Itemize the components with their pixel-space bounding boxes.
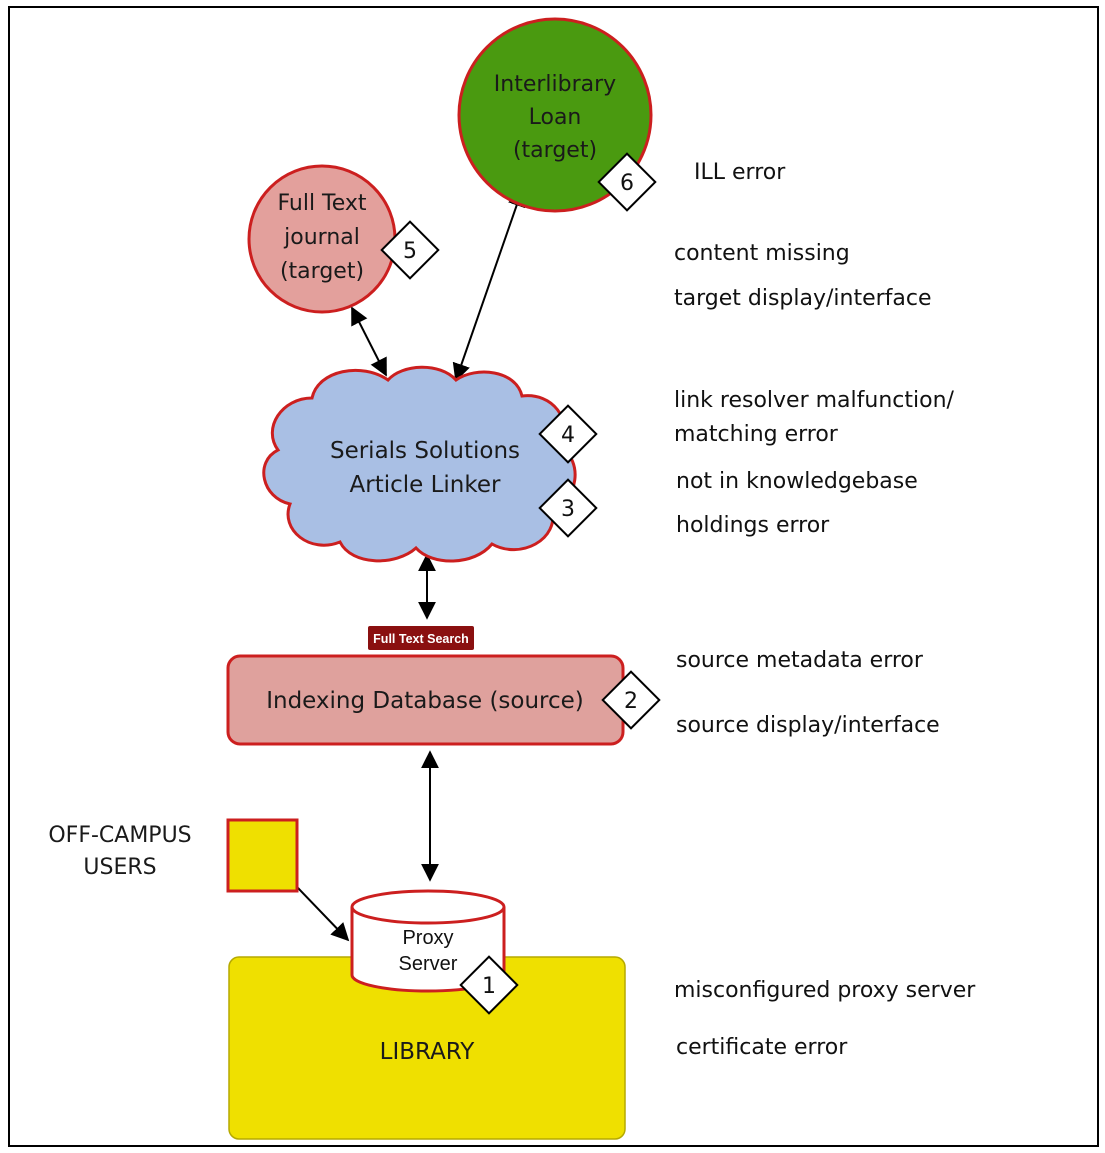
arrow-fulltext-linker — [351, 306, 387, 377]
link-resolver-note-line1: link resolver malfunction/ — [674, 388, 955, 413]
article-linker-cloud: Serials Solutions Article Linker — [262, 365, 577, 563]
marker-1: 1 — [459, 955, 519, 1015]
svg-text:5: 5 — [403, 239, 417, 264]
arrow-offcampus-proxy — [297, 887, 350, 942]
full-text-search-label: Full Text Search — [373, 632, 469, 646]
proxy-server-node: Proxy Server — [350, 889, 506, 993]
link-resolver-note-line2: matching error — [674, 422, 839, 447]
source-display-note: source display/interface — [676, 713, 940, 738]
indexing-database-node: Indexing Database (source) — [226, 654, 625, 746]
svg-text:4: 4 — [561, 423, 575, 448]
ill-label-line2: Loan — [529, 105, 582, 130]
ill-node: Interlibrary Loan (target) — [457, 17, 653, 213]
svg-text:6: 6 — [620, 171, 634, 196]
marker-4: 4 — [538, 404, 598, 464]
library-node: LIBRARY — [228, 956, 626, 1140]
linker-label-line2: Article Linker — [350, 472, 502, 498]
proxy-label-line1: Proxy — [402, 927, 453, 949]
source-metadata-note: source metadata error — [676, 648, 924, 673]
target-display-note: target display/interface — [674, 286, 932, 311]
content-missing-note: content missing — [674, 241, 850, 266]
not-in-knowledgebase-note: not in knowledgebase — [676, 469, 918, 494]
certificate-error-note: certificate error — [676, 1035, 848, 1060]
fulltext-label-line2: journal — [283, 225, 360, 250]
full-text-search-button[interactable]: Full Text Search — [368, 626, 474, 650]
ill-error-note: ILL error — [694, 160, 786, 185]
offcampus-users-node: OFF-CAMPUS USERS — [48, 818, 299, 893]
offcampus-label-line2: USERS — [83, 855, 156, 880]
marker-6: 6 — [597, 152, 657, 212]
fulltext-node: Full Text journal (target) — [247, 164, 397, 314]
ill-label-line3: (target) — [513, 138, 597, 163]
marker-2: 2 — [601, 670, 661, 730]
offcampus-label-line1: OFF-CAMPUS — [48, 823, 191, 848]
library-label: LIBRARY — [380, 1039, 476, 1065]
marker-5: 5 — [380, 220, 440, 280]
ill-label-line1: Interlibrary — [494, 72, 616, 97]
marker-3: 3 — [538, 478, 598, 538]
misconfigured-proxy-note: misconfigured proxy server — [674, 978, 976, 1003]
svg-text:2: 2 — [624, 689, 638, 714]
fulltext-label-line3: (target) — [280, 259, 364, 284]
svg-text:3: 3 — [561, 497, 575, 522]
arrow-ill-linker — [452, 188, 526, 382]
proxy-label-line2: Server — [399, 953, 458, 975]
linker-label-line1: Serials Solutions — [330, 438, 520, 464]
fulltext-label-line1: Full Text — [277, 191, 366, 216]
holdings-error-note: holdings error — [676, 513, 830, 538]
svg-text:1: 1 — [482, 974, 496, 999]
indexing-label: Indexing Database (source) — [266, 688, 584, 714]
